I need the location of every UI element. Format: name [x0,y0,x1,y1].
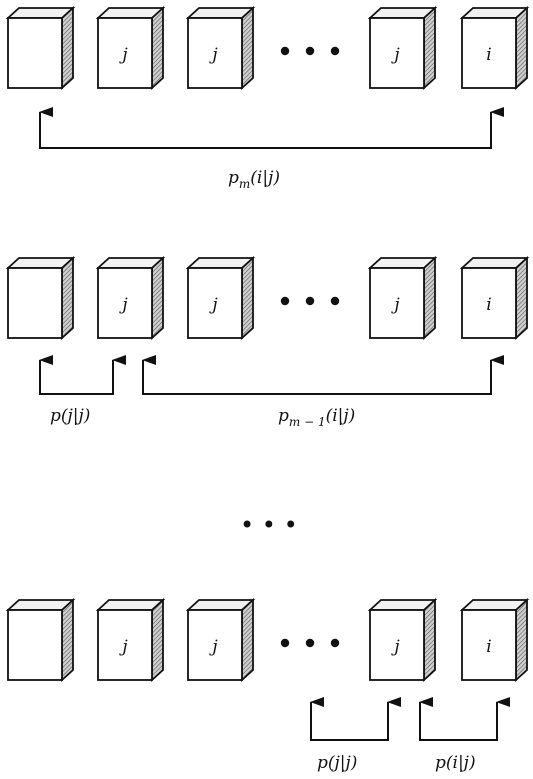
row-2-right-label: pm − 1(i|j) [278,406,355,429]
cube-front-face [7,267,63,339]
cube-label: j [208,45,218,65]
cube-box: i [459,5,530,91]
cube-box: j [185,5,256,91]
ellipsis-dot [305,46,315,56]
cube-side-face [241,597,254,683]
row-3-transitions: p(j|j) p(i|j) [310,697,510,773]
cube-side-face [515,5,528,91]
cube-box [5,255,76,341]
cube-box: i [459,255,530,341]
row-3-left-label: p(j|j) [317,753,357,773]
ellipsis-dot [330,638,340,648]
cube-front-face [369,609,425,681]
cube-front-face [369,267,425,339]
ellipsis-dot [305,638,315,648]
cube-front-face [97,267,153,339]
cube-side-face [241,5,254,91]
cube-box: j [95,597,166,683]
cube-side-face [423,5,436,91]
cube-side-face [151,597,164,683]
cube-front-face [97,17,153,89]
cube-side-face [61,5,74,91]
cube-box: i [459,597,530,683]
cube-label: j [118,637,128,657]
cube-label: j [208,295,218,315]
row-2-left-arrow [39,355,126,395]
cube-front-face [7,609,63,681]
cube-label: j [390,45,400,65]
cube-side-face [151,255,164,341]
cube-side-face [241,255,254,341]
cube-side-face [61,255,74,341]
cube-front-face [369,17,425,89]
cube-front-face [187,17,243,89]
row-1-label: pm(i|j) [228,168,280,191]
cube-box: j [185,597,256,683]
cube-box: j [367,255,438,341]
row-1-transition: pm(i|j) [39,107,504,191]
cube-label: i [486,637,491,657]
cube-label: i [486,295,491,315]
row-2-transitions: p(j|j) pm − 1(i|j) [39,355,504,429]
cube-box [5,597,76,683]
ellipsis-dot [280,296,290,306]
cube-label: j [118,45,128,65]
ellipsis-dot [330,46,340,56]
cube-box [5,5,76,91]
cube-front-face [97,609,153,681]
cube-box: j [185,255,256,341]
row-2-left-label: p(j|j) [50,406,90,426]
cube-front-face [461,17,517,89]
cube-box: j [95,5,166,91]
ellipsis-dot [280,46,290,56]
cube-front-face [187,267,243,339]
ellipsis-dot [305,296,315,306]
vertical-ellipsis: • • • [240,511,298,539]
ellipsis-dot [330,296,340,306]
cube-side-face [61,597,74,683]
cube-front-face [461,609,517,681]
cube-front-face [187,609,243,681]
ellipsis-dot [280,638,290,648]
cube-box: j [367,597,438,683]
cube-label: j [208,637,218,657]
cube-label: j [118,295,128,315]
cube-side-face [423,255,436,341]
cube-label: j [390,637,400,657]
row-3-right-label: p(i|j) [435,753,476,773]
cube-label: j [390,295,400,315]
cube-box: j [95,255,166,341]
cube-front-face [7,17,63,89]
cube-side-face [423,597,436,683]
cube-label: i [486,45,491,65]
cube-side-face [515,597,528,683]
row-1-arrow-connector [39,107,504,149]
row-2-right-arrow [142,355,504,395]
cube-front-face [461,267,517,339]
row-3-left-arrow [310,697,401,741]
cube-box: j [367,5,438,91]
row-3-right-arrow [419,697,510,741]
cube-side-face [515,255,528,341]
cube-side-face [151,5,164,91]
